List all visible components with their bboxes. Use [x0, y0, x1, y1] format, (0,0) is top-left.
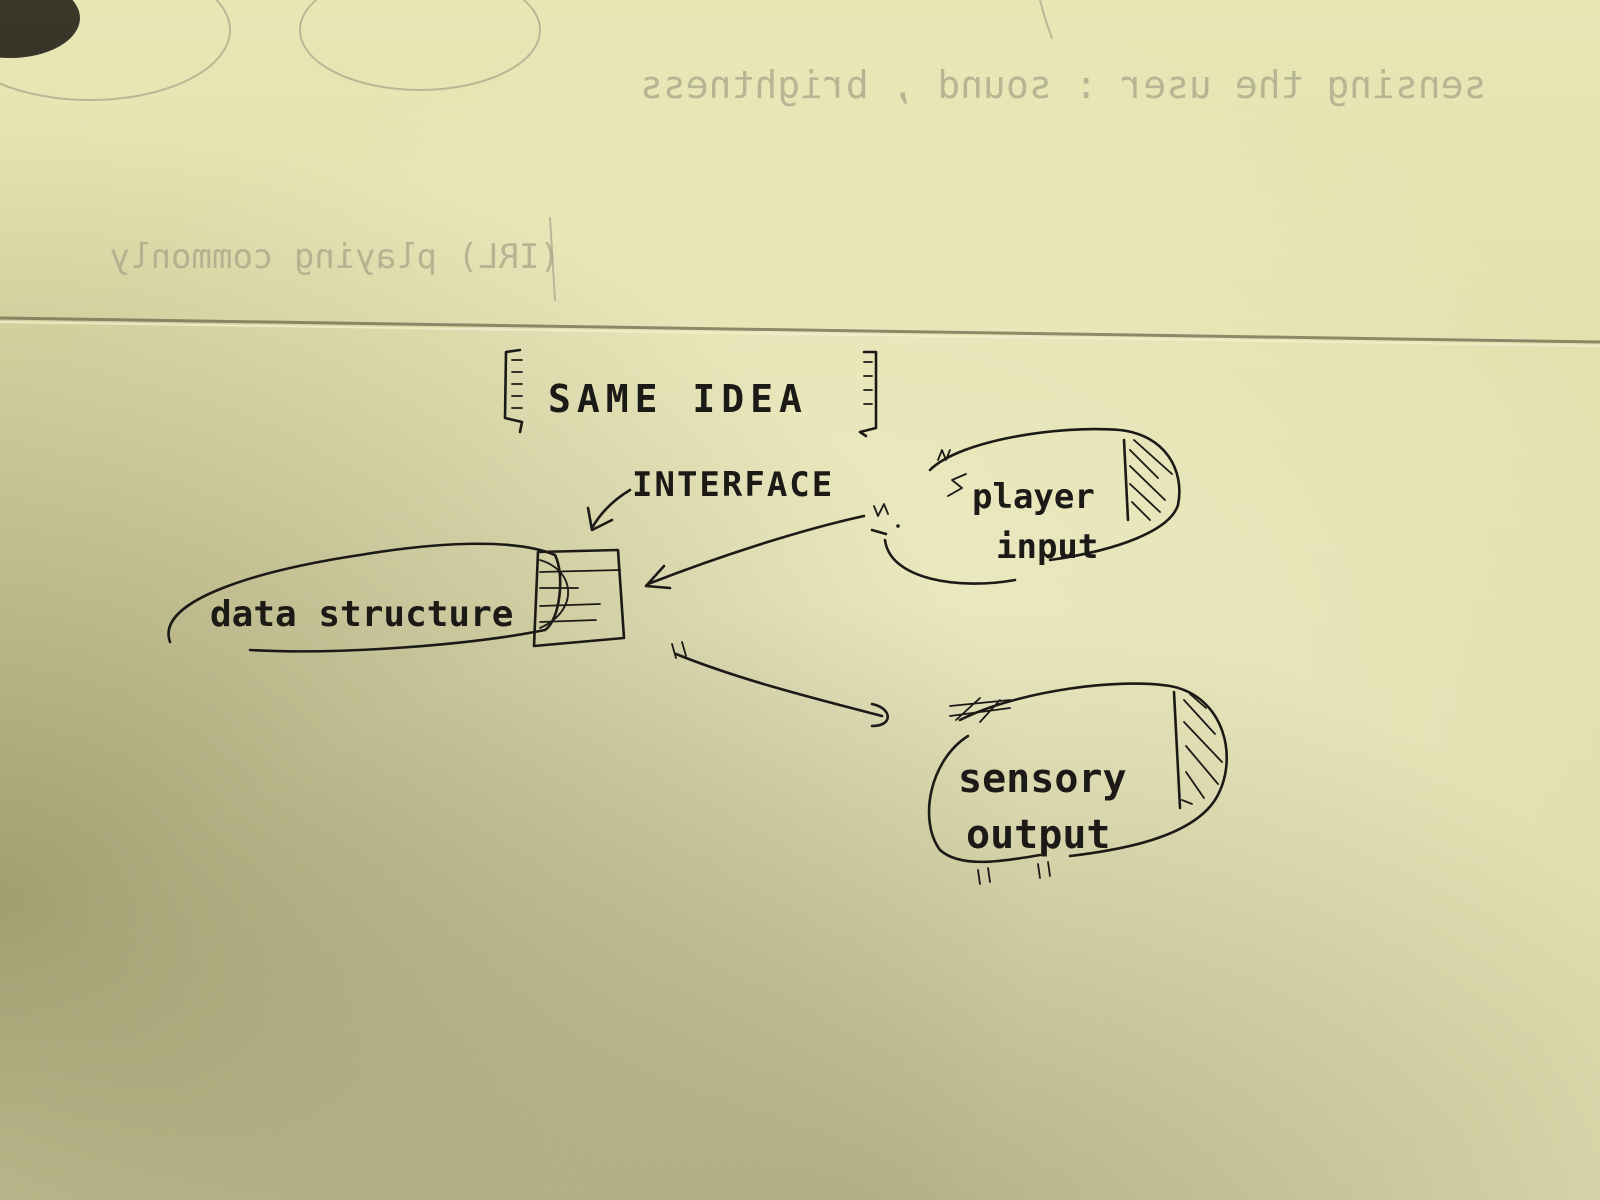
- sensory-label: sensory: [958, 756, 1127, 802]
- bleed-through-doodles: [0, 0, 1053, 301]
- player-label: player: [972, 477, 1095, 517]
- same-idea-heading: SAME IDEA: [548, 377, 808, 421]
- data-structure-label: data structure: [210, 594, 513, 635]
- output-arrow-tail-mark: [671, 641, 687, 659]
- player-input-ellipse: [883, 427, 1181, 585]
- page-fold-line: [0, 316, 1600, 344]
- interface-to-output-arrowhead: [870, 702, 890, 728]
- interface-to-output-arrow: [674, 652, 884, 718]
- player-strikeout: [947, 473, 967, 497]
- player-to-interface-arrowhead: [644, 564, 672, 590]
- bleed-through-text-1: sensing the user : sound , brightness: [640, 63, 1486, 107]
- same-idea-brackets: [503, 348, 878, 438]
- output-label: output: [966, 812, 1111, 858]
- data-structure-ellipse-bottom: [248, 553, 562, 653]
- corner-shadow: [0, 0, 80, 58]
- player-to-interface-arrow: [646, 514, 866, 586]
- data-structure-ellipse-top: [167, 542, 557, 644]
- player-arrow-dash: [870, 528, 888, 536]
- player-arrow-dot: [896, 524, 900, 528]
- interface-arrow: [590, 488, 632, 530]
- interface-label: INTERFACE: [632, 465, 834, 505]
- input-label: input: [996, 527, 1098, 567]
- interface-arrowhead: [586, 506, 614, 532]
- sensory-output-ellipse: [927, 682, 1229, 885]
- player-arrow-tail-mark: [873, 503, 889, 517]
- bleed-through-text-2: (IRL) playing commonly: [110, 237, 560, 277]
- interface-box: [532, 548, 626, 648]
- page-fold-highlight: [0, 321, 1600, 347]
